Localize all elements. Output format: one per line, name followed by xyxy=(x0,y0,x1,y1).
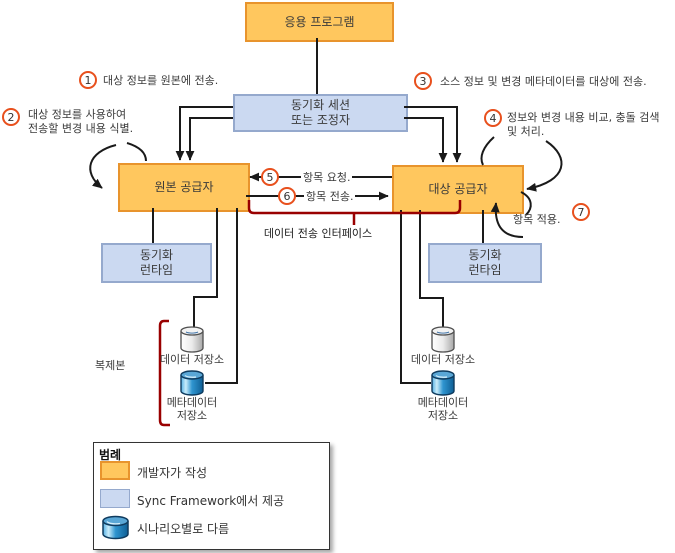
callout-7: 7 xyxy=(572,203,590,221)
callout-1-number: 1 xyxy=(84,73,92,87)
target-data-store-icon xyxy=(431,326,455,353)
session-to-target-arrow-outer xyxy=(404,106,462,163)
compare-changes-arrow xyxy=(526,140,563,192)
session-to-source-arrow-inner xyxy=(185,117,233,161)
legend-title: 범례 xyxy=(99,448,122,462)
legend-framework-swatch xyxy=(100,489,130,508)
application-box: 응용 프로그램 xyxy=(245,2,394,42)
callout-5: 5 xyxy=(261,168,279,186)
callout-4: 4 xyxy=(484,109,502,127)
callout-1: 1 xyxy=(79,71,97,89)
note-send-target-info: 대상 정보를 원본에 전송. xyxy=(103,74,219,87)
target-metadata-store-icon xyxy=(431,370,455,396)
note-apply-items: 항목 적용. xyxy=(513,213,561,226)
data-transfer-interface-label: 데이터 전송 인터페이스 xyxy=(263,227,373,240)
source-metadata-store-icon xyxy=(180,370,204,396)
target-provider-box: 대상 공급자 xyxy=(392,165,524,214)
source-sync-runtime-box: 동기화 런타임 xyxy=(101,243,212,283)
callout-6-number: 6 xyxy=(283,189,291,203)
callout-7-number: 7 xyxy=(577,205,585,219)
source-data-store-icon xyxy=(180,326,204,353)
note-compare-changes: 정보와 변경 내용 비교, 충돌 검색 및 처리. xyxy=(507,111,660,138)
callout-6: 6 xyxy=(278,187,296,205)
replica-label: 복제본 xyxy=(95,359,126,372)
legend-scenario-label: 시나리오별로 다름 xyxy=(137,522,230,536)
callout-2: 2 xyxy=(2,108,20,126)
session-box: 동기화 세션 또는 조정자 xyxy=(233,94,408,132)
callout-3: 3 xyxy=(414,72,432,90)
application-label: 응용 프로그램 xyxy=(284,14,355,29)
sync-runtime-label: 동기화 런타임 xyxy=(468,248,502,277)
legend-box xyxy=(93,442,330,550)
legend-developer-swatch xyxy=(100,461,130,480)
identify-changes-curve xyxy=(126,142,147,162)
sync-runtime-label: 동기화 런타임 xyxy=(139,248,174,277)
callout-5-number: 5 xyxy=(266,170,274,184)
legend-developer-label: 개발자가 작성 xyxy=(137,466,208,480)
source-data-store-label: 데이터 저장소 xyxy=(159,353,225,366)
note-identify-changes: 대상 정보를 사용하여 전송할 변경 내용 식별. xyxy=(28,108,134,135)
note-send-source-info: 소스 정보 및 변경 메타데이터를 대상에 전송. xyxy=(440,75,647,88)
callout-4-number: 4 xyxy=(489,111,497,125)
legend-framework-label: Sync Framework에서 제공 xyxy=(137,494,285,508)
target-provider-label: 대상 공급자 xyxy=(428,182,488,196)
identify-changes-arrow xyxy=(89,144,117,189)
callout-3-number: 3 xyxy=(419,74,427,88)
callout-2-number: 2 xyxy=(7,110,15,124)
compare-changes-curve xyxy=(480,136,495,166)
session-label: 동기화 세션 또는 조정자 xyxy=(290,98,350,127)
target-sync-runtime-box: 동기화 런타임 xyxy=(428,243,542,283)
target-metadata-store-label: 메타데이터 저장소 xyxy=(417,396,469,422)
note-item-request: 항목 요청. xyxy=(301,171,353,185)
source-provider-box: 원본 공급자 xyxy=(118,163,250,212)
target-data-store-label: 데이터 저장소 xyxy=(410,353,476,366)
session-to-target-arrow-inner xyxy=(404,117,448,163)
source-provider-label: 원본 공급자 xyxy=(154,180,214,194)
source-metadata-store-label: 메타데이터 저장소 xyxy=(166,396,218,422)
note-item-transfer: 항목 전송. xyxy=(304,190,356,204)
session-to-source-arrow-outer xyxy=(175,106,233,161)
